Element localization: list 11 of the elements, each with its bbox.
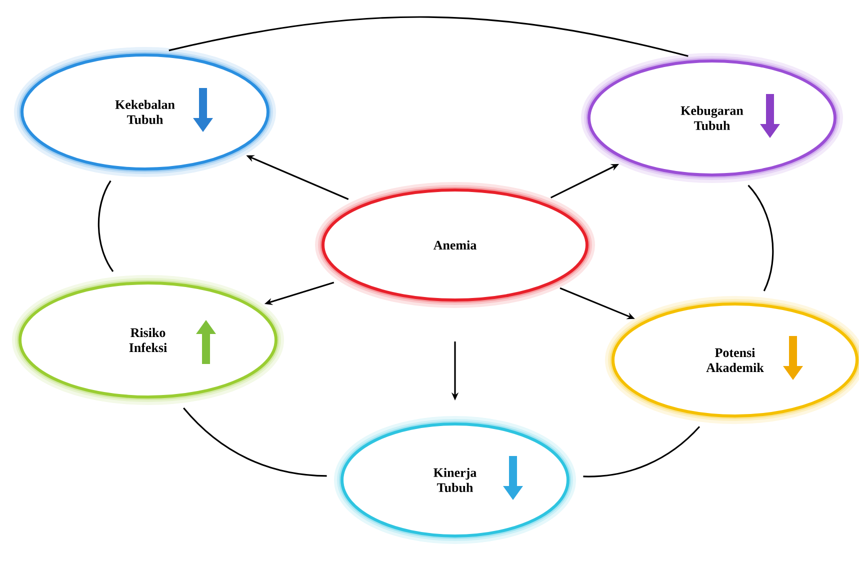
ellipse-node: Kinerja Tubuh: [334, 416, 576, 544]
ellipse-node: Kebugaran Tubuh: [581, 53, 843, 183]
ellipse-node: Risiko Infeksi: [12, 275, 284, 405]
connector-arc: [748, 184, 774, 292]
ellipse-node: Kekebalan Tubuh: [14, 47, 276, 177]
ellipse-node: Potensi Akademik: [605, 296, 859, 424]
connector-arc: [98, 180, 114, 272]
connector-arc: [168, 16, 688, 57]
connector-arc: [183, 407, 327, 477]
connector-arc: [583, 426, 700, 478]
ellipse-node: Anemia: [315, 182, 595, 308]
